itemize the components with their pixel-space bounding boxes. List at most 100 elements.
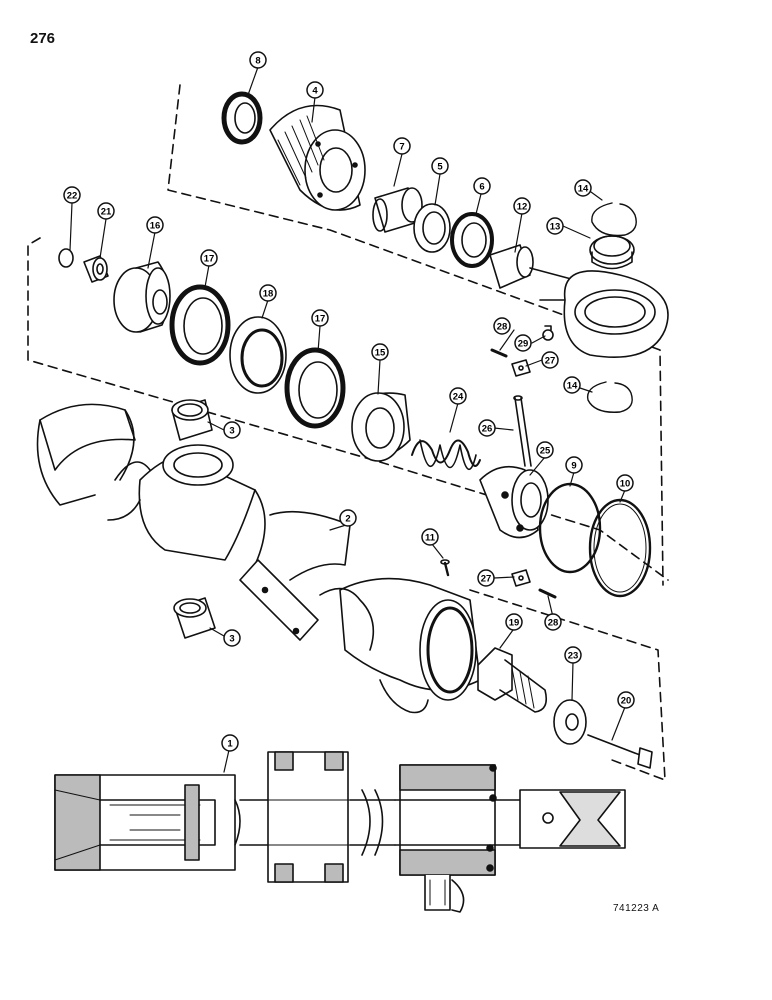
callout-marker-9: 9 (565, 456, 583, 474)
callout-marker-7: 7 (393, 137, 411, 155)
callout-marker-10: 10 (616, 474, 634, 492)
nut-lower-part-27 (511, 569, 531, 587)
callout-label: 1 (227, 739, 233, 750)
callout-label: 28 (548, 618, 559, 629)
callout-marker-26: 26 (478, 419, 496, 437)
bushing-upper-part-3 (171, 399, 213, 441)
piston-part-15 (351, 392, 411, 462)
figure-reference: 741223 A (613, 903, 660, 914)
callout-label: 19 (509, 618, 520, 629)
callout-marker-20: 20 (617, 691, 635, 709)
callout-marker-2: 2 (339, 509, 357, 527)
callout-label: 2 (345, 514, 350, 525)
callout-label: 14 (578, 184, 589, 195)
callout-marker-28a: 28 (493, 317, 511, 335)
barrel-part-2 (107, 444, 351, 641)
callout-markers: 8 4 7 5 6 12 13 14 22 21 16 17 18 17 15 … (63, 51, 635, 752)
callout-label: 29 (518, 339, 529, 350)
callout-marker-25: 25 (536, 441, 554, 459)
callout-marker-6: 6 (473, 177, 491, 195)
callout-label: 7 (399, 142, 404, 153)
fitting-part-21 (83, 255, 109, 283)
rod-part-20 (587, 734, 653, 769)
washer-part-23 (553, 699, 587, 745)
assembly-outline-lower (469, 589, 666, 781)
callout-label: 5 (437, 162, 443, 173)
callout-marker-21: 21 (97, 202, 115, 220)
snap-ring-upper-part-14 (591, 202, 637, 237)
seal-part-6 (450, 212, 494, 268)
callout-label: 13 (550, 222, 561, 233)
ring-part-10 (588, 498, 652, 598)
pin-lower-part-28 (538, 588, 557, 599)
callout-marker-28b: 28 (544, 613, 562, 631)
fitting-part-19 (477, 647, 548, 713)
wiper-seal-part-8 (221, 91, 263, 145)
callout-label: 18 (263, 289, 274, 300)
assembly-outline-middle (27, 237, 669, 581)
callout-label: 24 (453, 392, 464, 403)
piston-part-16 (113, 261, 171, 333)
pin-upper-part-28 (490, 348, 508, 358)
callout-marker-4: 4 (306, 81, 324, 99)
callout-marker-13: 13 (546, 217, 564, 235)
callout-marker-3b: 3 (223, 629, 241, 647)
pin-part-26 (513, 395, 532, 467)
callout-label: 27 (481, 574, 492, 585)
callout-marker-14a: 14 (574, 179, 592, 197)
ring-part-5 (413, 203, 451, 253)
callout-marker-11: 11 (421, 528, 439, 546)
callout-label: 8 (255, 56, 260, 67)
callout-marker-14b: 14 (563, 376, 581, 394)
callout-label: 23 (568, 651, 579, 662)
wear-ring-part-18 (229, 316, 287, 394)
callout-leaders (69, 66, 626, 773)
callout-marker-17a: 17 (200, 249, 218, 267)
cutaway-right-gland (394, 764, 626, 913)
callout-label: 15 (375, 348, 386, 359)
callout-marker-1: 1 (221, 734, 239, 752)
callout-label: 14 (567, 381, 578, 392)
screw-part-11 (440, 559, 450, 577)
callout-label: 21 (101, 207, 112, 218)
callout-marker-22: 22 (63, 186, 81, 204)
callout-marker-16: 16 (146, 216, 164, 234)
callout-label: 4 (312, 86, 318, 97)
bearing-part-13 (589, 235, 635, 270)
rod-eye-part-12 (489, 244, 669, 358)
callout-marker-23: 23 (564, 646, 582, 664)
callout-marker-12: 12 (513, 197, 531, 215)
gland-part-4 (269, 104, 366, 211)
callout-label: 16 (150, 221, 161, 232)
callout-marker-27a: 27 (541, 351, 559, 369)
callout-marker-8: 8 (249, 51, 267, 69)
callout-label: 27 (545, 356, 556, 367)
callout-label: 11 (425, 533, 436, 544)
page-number: 276 (30, 30, 56, 47)
seal-upper-part-17 (169, 284, 231, 366)
callout-marker-5: 5 (431, 157, 449, 175)
callout-marker-29: 29 (514, 334, 532, 352)
callout-label: 28 (497, 322, 508, 333)
callout-label: 3 (229, 634, 234, 645)
callout-marker-17b: 17 (311, 309, 329, 327)
callout-label: 6 (479, 182, 484, 193)
callout-marker-3a: 3 (223, 421, 241, 439)
bushing-lower-part-3 (173, 597, 216, 639)
callout-label: 17 (315, 314, 326, 325)
o-ring-part-22 (58, 248, 74, 268)
cutaway-left-cap (54, 774, 241, 871)
callout-label: 17 (204, 254, 215, 265)
barrel-threaded-tube (319, 577, 481, 714)
cutaway-middle-tube (239, 751, 396, 883)
callout-label: 20 (621, 696, 632, 707)
callout-label: 3 (229, 426, 234, 437)
nut-upper-part-27 (511, 359, 531, 377)
seal-lower-part-17 (284, 347, 346, 429)
snap-ring-lower-part-14 (586, 381, 633, 413)
callout-marker-24: 24 (449, 387, 467, 405)
barrel-end-tube (36, 403, 136, 506)
retainer-part-25 (479, 465, 549, 539)
callout-marker-19: 19 (505, 613, 523, 631)
callout-marker-15: 15 (371, 343, 389, 361)
